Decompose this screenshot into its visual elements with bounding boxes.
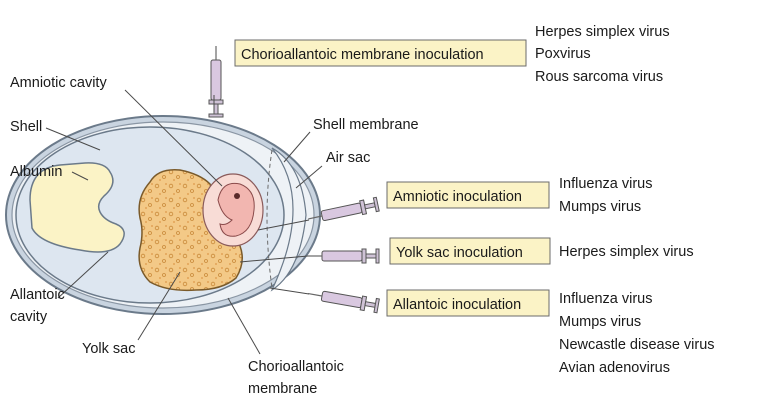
- syringe-chorioallantoic: [208, 45, 224, 118]
- needle-amniotic: [257, 219, 310, 231]
- virus-mumps-amniotic: Mumps virus: [559, 199, 641, 215]
- virus-avian-adenovirus: Avian adenovirus: [559, 360, 670, 376]
- box-chorioallantoic-inoculation: [234, 39, 527, 67]
- box-amniotic-inoculation: [386, 181, 550, 209]
- leader-shell: [45, 127, 101, 151]
- leader-albumin: [71, 171, 89, 181]
- embryo: [217, 182, 255, 237]
- needle-allantoic: [269, 287, 310, 295]
- leader-amniotic-cavity: [124, 89, 223, 187]
- leader-chorioallantoic: [227, 297, 261, 355]
- virus-influenza-amniotic: Influenza virus: [559, 176, 653, 192]
- label-albumin: Albumin: [10, 164, 62, 180]
- label-chorioallantoic-2: membrane: [248, 381, 317, 397]
- box-allantoic-inoculation: [386, 289, 550, 317]
- label-air-sac: Air sac: [326, 150, 370, 166]
- label-shell-membrane: Shell membrane: [313, 117, 419, 133]
- virus-poxvirus: Poxvirus: [535, 46, 591, 62]
- box-label-chorioallantoic-inoculation: Chorioallantoic membrane inoculation: [241, 47, 484, 63]
- label-yolk-sac: Yolk sac: [82, 341, 135, 357]
- virus-herpes-yolk: Herpes simplex virus: [559, 244, 694, 260]
- virus-newcastle: Newcastle disease virus: [559, 337, 715, 353]
- virus-herpes-cam: Herpes simplex virus: [535, 24, 670, 40]
- needle-yolk-sac: [239, 255, 309, 263]
- label-shell: Shell: [10, 119, 42, 135]
- syringe-allantoic: [306, 286, 380, 314]
- label-allantoic-cavity-2: cavity: [10, 309, 48, 325]
- leader-shell-membrane: [283, 131, 311, 163]
- syringe-yolk-sac: [307, 248, 380, 264]
- box-label-yolk-sac-inoculation: Yolk sac inoculation: [396, 245, 523, 261]
- label-allantoic-cavity-1: Allantoic: [10, 287, 65, 303]
- label-chorioallantoic-1: Chorioallantoic: [248, 359, 344, 375]
- embryo-eye: [234, 193, 240, 199]
- air-sac: [270, 147, 307, 292]
- leader-air-sac: [295, 165, 323, 189]
- virus-mumps-allantoic: Mumps virus: [559, 314, 641, 330]
- box-yolk-sac-inoculation: [389, 237, 551, 265]
- leader-yolk-sac: [137, 271, 181, 341]
- box-label-allantoic-inoculation: Allantoic inoculation: [393, 297, 521, 313]
- box-label-amniotic-inoculation: Amniotic inoculation: [393, 189, 522, 205]
- leader-allantoic-cavity: [57, 251, 109, 299]
- albumin: [29, 162, 125, 253]
- virus-influenza-allantoic: Influenza virus: [559, 291, 653, 307]
- virus-rous-sarcoma: Rous sarcoma virus: [535, 69, 663, 85]
- label-amniotic-cavity: Amniotic cavity: [10, 75, 107, 91]
- air-sac-membrane-line: [266, 149, 273, 289]
